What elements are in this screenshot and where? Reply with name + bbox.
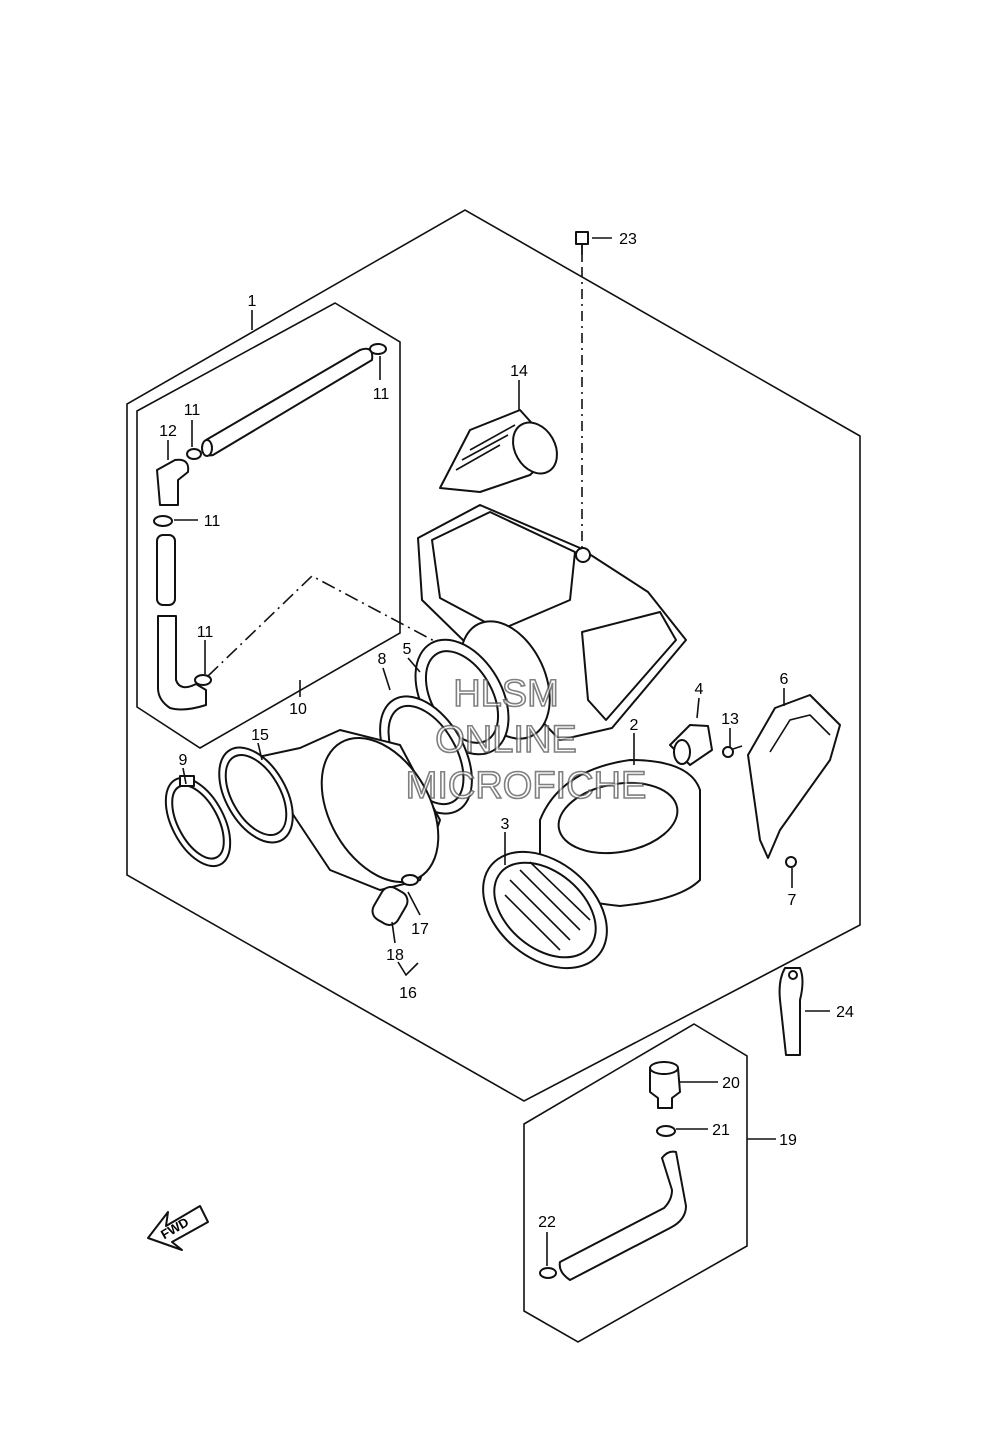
watermark-line3: MICROFICHE bbox=[406, 765, 647, 807]
air-filter-element bbox=[539, 759, 701, 907]
screw-7 bbox=[785, 856, 797, 868]
drain-clip bbox=[539, 1125, 676, 1279]
callout-13: 13 bbox=[721, 711, 739, 728]
breather-hose-lower bbox=[157, 615, 207, 711]
intake-boot bbox=[218, 729, 441, 891]
drain-subgroup-frame bbox=[523, 1023, 748, 1343]
breather-hose-upper bbox=[201, 347, 374, 457]
strap bbox=[778, 967, 804, 1056]
callout-24: 24 bbox=[836, 1004, 854, 1021]
callout-16: 16 bbox=[399, 985, 417, 1002]
callout-5: 5 bbox=[403, 641, 412, 658]
watermark-line1: HLSM bbox=[453, 673, 559, 715]
callout-1: 1 bbox=[248, 293, 257, 310]
leader-lines bbox=[167, 237, 830, 1266]
callout-3: 3 bbox=[501, 816, 510, 833]
callout-4: 4 bbox=[695, 681, 704, 698]
callout-labels: 1 2 3 4 5 6 7 8 9 10 11 11 11 11 12 13 1… bbox=[159, 231, 854, 1231]
grommet bbox=[669, 724, 713, 766]
callout-17: 17 bbox=[411, 921, 429, 938]
callout-12: 12 bbox=[159, 423, 177, 440]
hose-subgroup-frame bbox=[136, 302, 401, 749]
callout-20: 20 bbox=[722, 1075, 740, 1092]
breather-hose-middle bbox=[156, 534, 176, 606]
hose-group-indicator-line bbox=[207, 575, 471, 677]
callout-14: 14 bbox=[510, 363, 528, 380]
callout-23: 23 bbox=[619, 231, 637, 248]
callout-7: 7 bbox=[788, 892, 797, 909]
drain-cap bbox=[649, 1061, 681, 1109]
callout-10: 10 bbox=[289, 701, 307, 718]
callout-11-top-left: 11 bbox=[184, 402, 201, 419]
assembly-frame-main bbox=[126, 209, 861, 1102]
elbow-joint bbox=[156, 458, 190, 506]
screw-13 bbox=[722, 745, 743, 758]
callout-11-bottom: 11 bbox=[197, 624, 214, 641]
callout-2: 2 bbox=[630, 717, 639, 734]
filter-cage bbox=[482, 850, 608, 970]
bolt bbox=[575, 231, 589, 260]
watermark: HLSM ONLINE MICROFICHE bbox=[405, 672, 647, 808]
callout-11-middle: 11 bbox=[204, 513, 221, 530]
boot-clamp bbox=[164, 775, 232, 868]
watermark-line2: ONLINE bbox=[435, 719, 576, 761]
callout-11-top-right: 11 bbox=[373, 386, 390, 403]
side-cover bbox=[747, 694, 841, 859]
drain-hose bbox=[558, 1150, 687, 1281]
callout-19: 19 bbox=[779, 1132, 797, 1149]
hose-clamp bbox=[153, 343, 387, 686]
callout-22: 22 bbox=[538, 1214, 556, 1231]
callout-9: 9 bbox=[179, 752, 188, 769]
callout-8: 8 bbox=[378, 651, 387, 668]
callout-18: 18 bbox=[386, 947, 404, 964]
callout-15: 15 bbox=[251, 727, 269, 744]
drain-plug bbox=[371, 874, 419, 926]
callout-6: 6 bbox=[780, 671, 789, 688]
callout-21: 21 bbox=[712, 1122, 730, 1139]
intake-duct bbox=[439, 409, 558, 493]
forward-direction-arrow: FWD bbox=[147, 1205, 209, 1251]
